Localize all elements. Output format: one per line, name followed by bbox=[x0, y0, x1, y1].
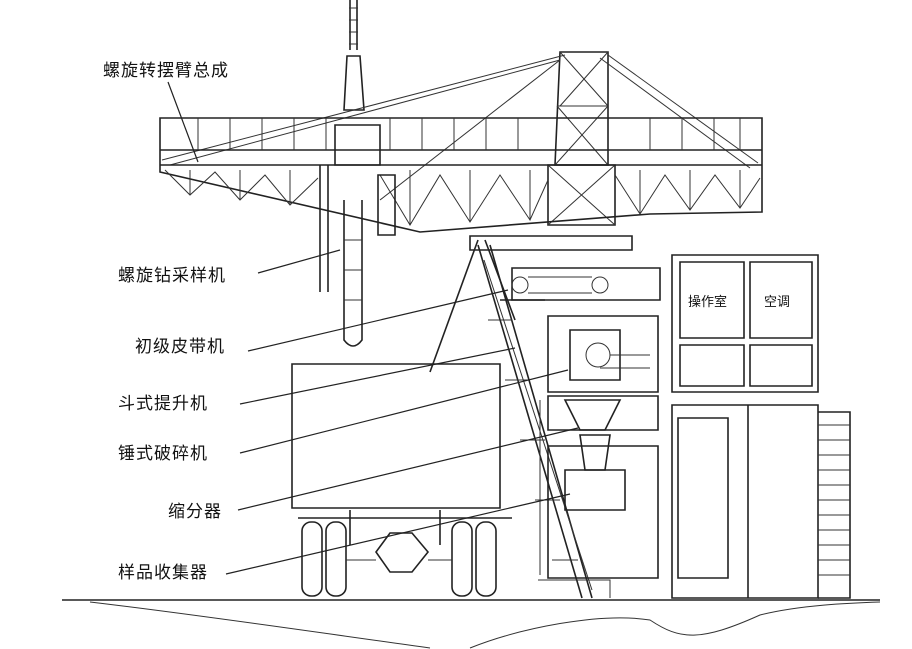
ground bbox=[62, 599, 881, 649]
label-spiral-drill-sampler: 螺旋钻采样机 bbox=[118, 266, 226, 286]
leader-primary-belt-conveyor bbox=[247, 289, 509, 352]
label-hammer-crusher: 锤式破碎机 bbox=[118, 444, 208, 464]
leader-bucket-elevator bbox=[239, 347, 516, 405]
leader-hammer-crusher bbox=[239, 369, 569, 454]
label-sample-collector: 样品收集器 bbox=[118, 563, 208, 583]
leader-lines bbox=[167, 81, 579, 575]
belt-conveyor bbox=[429, 235, 661, 373]
tower bbox=[547, 51, 616, 226]
label-sample-divider: 缩分器 bbox=[168, 502, 222, 522]
stay-cables bbox=[161, 54, 759, 201]
leader-spiral-arm-assembly bbox=[167, 81, 199, 163]
leader-spiral-drill-sampler bbox=[257, 249, 341, 274]
label-operation-room: 操作室 bbox=[688, 294, 727, 310]
label-air-conditioner: 空调 bbox=[764, 295, 790, 310]
cabin bbox=[671, 254, 819, 599]
labels: 螺旋转摆臂总成 螺旋钻采样机 初级皮带机 斗式提升机 锤式破碎机 缩分器 样品收… bbox=[103, 61, 790, 583]
leader-sample-collector bbox=[225, 493, 571, 575]
crusher-house bbox=[538, 315, 659, 598]
label-spiral-arm-assembly: 螺旋转摆臂总成 bbox=[103, 61, 229, 81]
bucket-elevator bbox=[477, 244, 593, 599]
truss-boom bbox=[159, 117, 763, 233]
truck bbox=[291, 363, 512, 597]
leader-sample-divider bbox=[237, 427, 579, 511]
stairs bbox=[818, 411, 851, 599]
spiral-drill bbox=[319, 165, 396, 347]
label-bucket-elevator: 斗式提升机 bbox=[118, 394, 208, 414]
label-primary-belt-conveyor: 初级皮带机 bbox=[135, 337, 225, 357]
mast bbox=[343, 0, 365, 111]
